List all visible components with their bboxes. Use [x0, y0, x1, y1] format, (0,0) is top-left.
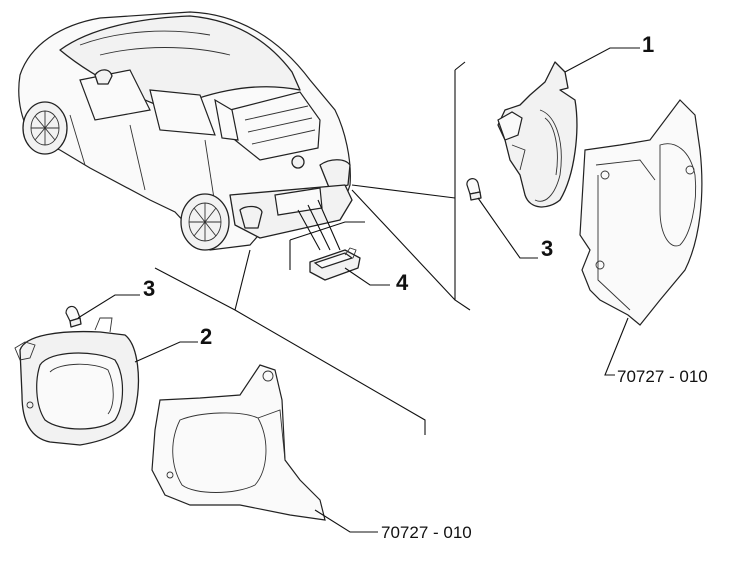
rear-tail-lamp	[497, 61, 578, 208]
callout-3-left: 3	[143, 276, 155, 301]
lower-group-bracket	[154, 249, 426, 435]
leader-ref-upper	[604, 317, 629, 376]
leader-2	[134, 341, 198, 363]
callout-1: 1	[642, 32, 654, 57]
license-plate-lamp	[309, 247, 361, 281]
upper-bulb	[466, 178, 482, 201]
left-bulb	[65, 305, 82, 328]
leader-ref-lower	[314, 509, 378, 533]
rear-lamp-cover	[579, 99, 703, 326]
car-illustration	[18, 11, 353, 251]
rear-fog-lamp	[14, 317, 140, 446]
callout-2: 2	[200, 324, 212, 349]
callout-leaders	[77, 47, 640, 533]
front-lamp-cover	[151, 364, 326, 521]
leader-3-left	[77, 294, 140, 319]
leader-4	[344, 267, 390, 286]
plate-lamp-leaders	[289, 199, 365, 270]
callout-4: 4	[396, 270, 409, 295]
reference-code-rear-cover: 70727 - 010	[617, 367, 708, 386]
reference-code-front-cover: 70727 - 010	[381, 523, 472, 542]
callout-3-upper: 3	[541, 236, 553, 261]
leader-3-upper	[477, 197, 538, 259]
upper-group-bracket	[351, 61, 471, 311]
leader-1	[564, 47, 640, 73]
